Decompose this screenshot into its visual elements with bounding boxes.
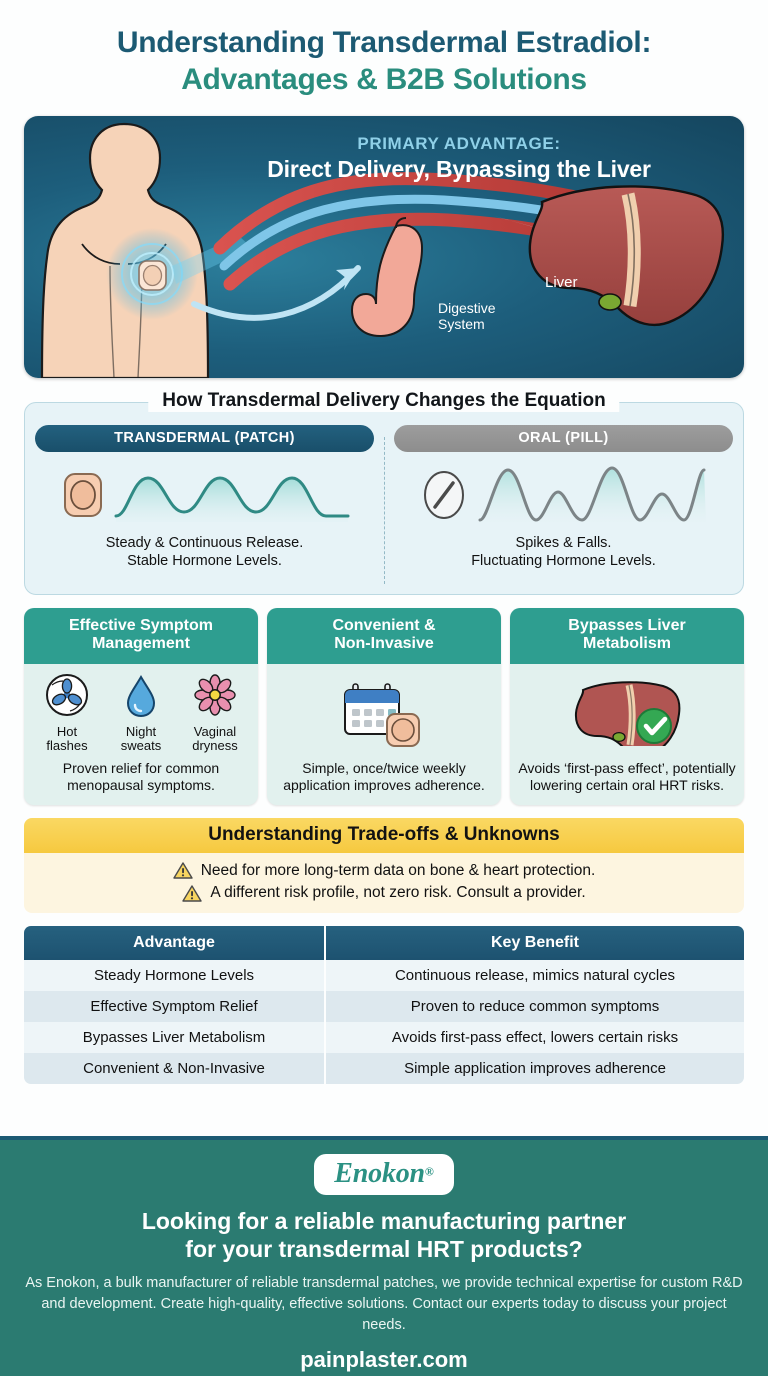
pill-icon: [423, 470, 464, 519]
calendar-patch-icon: [344, 682, 420, 747]
patch-icon: [63, 472, 102, 517]
transdermal-caption: Steady & Continuous Release. Stable Horm…: [105, 534, 304, 569]
stomach-illustration: [350, 216, 424, 337]
card-title: Effective Symptom Management: [24, 607, 258, 664]
card-convenient-non-invasive: Convenient & Non-Invasive: [267, 607, 501, 805]
benefit-cards: Effective Symptom Management: [24, 607, 744, 805]
footer-website-url[interactable]: painplaster.com: [300, 1347, 468, 1373]
comparison-divider: [384, 436, 385, 584]
table-row: Convenient & Non-Invasive Simple applica…: [24, 1053, 744, 1085]
fan-icon: [46, 673, 88, 716]
skin-patch-icon: [138, 259, 167, 291]
comparison-panel: How Transdermal Delivery Changes the Equ…: [24, 389, 744, 595]
tradeoffs-title: Understanding Trade-offs & Unknowns: [24, 817, 744, 853]
title-line-1: Understanding Transdermal Estradiol:: [116, 26, 652, 59]
oral-caption: Spikes & Falls. Fluctuating Hormone Leve…: [471, 534, 656, 569]
footer-body-text: As Enokon, a bulk manufacturer of reliab…: [25, 1275, 743, 1334]
symptom-list: Hot flashes Night sweats: [32, 672, 250, 754]
card-bypasses-liver-metabolism: Bypasses Liver Metabolism Avoids ‘first-…: [510, 607, 744, 805]
liver-label: Liver: [545, 274, 578, 291]
warning-triangle-icon: [172, 862, 193, 879]
table-row: Steady Hormone Levels Continuous release…: [24, 960, 744, 992]
transdermal-pill-label: TRANSDERMAL (PATCH): [35, 424, 374, 452]
title-line-2: Advantages & B2B Solutions: [181, 62, 587, 96]
card-effective-symptom-management: Effective Symptom Management: [24, 607, 258, 805]
card-caption: Proven relief for common menopausal symp…: [62, 759, 220, 794]
card-title: Bypasses Liver Metabolism: [510, 607, 744, 664]
card-title: Convenient & Non-Invasive: [267, 607, 501, 664]
footer-headline: Looking for a reliable manufacturing par…: [141, 1208, 627, 1262]
hero-panel: PRIMARY ADVANTAGE: Direct Delivery, Bypa…: [24, 115, 744, 378]
brand-name: Enokon: [334, 1158, 425, 1189]
card-caption: Simple, once/twice weekly application im…: [283, 759, 485, 794]
tradeoff-item: A different risk profile, not zero risk.…: [40, 882, 728, 904]
oral-graph: [394, 456, 733, 534]
oral-pill-label: ORAL (PILL): [394, 424, 733, 452]
page-title: Understanding Transdermal Estradiol: Adv…: [0, 0, 768, 104]
card-caption: Avoids ‘first-pass effect’, potentially …: [518, 759, 736, 794]
fluctuating-wave-chart: [478, 466, 706, 522]
digestive-system-label: Digestive System: [438, 300, 496, 333]
hero-illustration: [40, 122, 725, 378]
hero-headline: Direct Delivery, Bypassing the Liver: [267, 155, 651, 182]
column-header-advantage: Advantage: [24, 926, 326, 961]
symptom-vaginal-dryness: Vaginal dryness: [180, 672, 250, 754]
transdermal-graph: [35, 456, 374, 534]
warning-triangle-icon: [182, 885, 203, 902]
summary-table: Advantage Key Benefit Steady Hormone Lev…: [24, 926, 744, 1085]
liver-illustration: [528, 184, 725, 326]
table-header-row: Advantage Key Benefit: [24, 926, 744, 961]
brand-logo: Enokon®: [314, 1154, 454, 1195]
table-row: Effective Symptom Relief Proven to reduc…: [24, 991, 744, 1023]
symptom-night-sweats: Night sweats: [106, 672, 176, 754]
tradeoffs-section: Understanding Trade-offs & Unknowns Need…: [24, 817, 744, 914]
flower-icon: [194, 673, 236, 716]
oral-column: ORAL (PILL): [384, 424, 743, 594]
tradeoff-item: Need for more long-term data on bone & h…: [40, 860, 728, 882]
column-header-key-benefit: Key Benefit: [326, 926, 744, 961]
table-row: Bypasses Liver Metabolism Avoids first-p…: [24, 1022, 744, 1054]
steady-wave-chart: [114, 476, 349, 522]
water-drop-icon: [126, 674, 156, 717]
footer-cta: Enokon® Looking for a reliable manufactu…: [0, 1136, 768, 1376]
comparison-title: How Transdermal Delivery Changes the Equ…: [148, 389, 620, 412]
symptom-hot-flashes: Hot flashes: [32, 672, 102, 754]
registered-mark: ®: [424, 1164, 434, 1179]
transdermal-column: TRANSDERMAL (PATCH): [25, 424, 384, 594]
hero-kicker: PRIMARY ADVANTAGE:: [357, 133, 561, 153]
liver-check-icon: [574, 680, 681, 746]
